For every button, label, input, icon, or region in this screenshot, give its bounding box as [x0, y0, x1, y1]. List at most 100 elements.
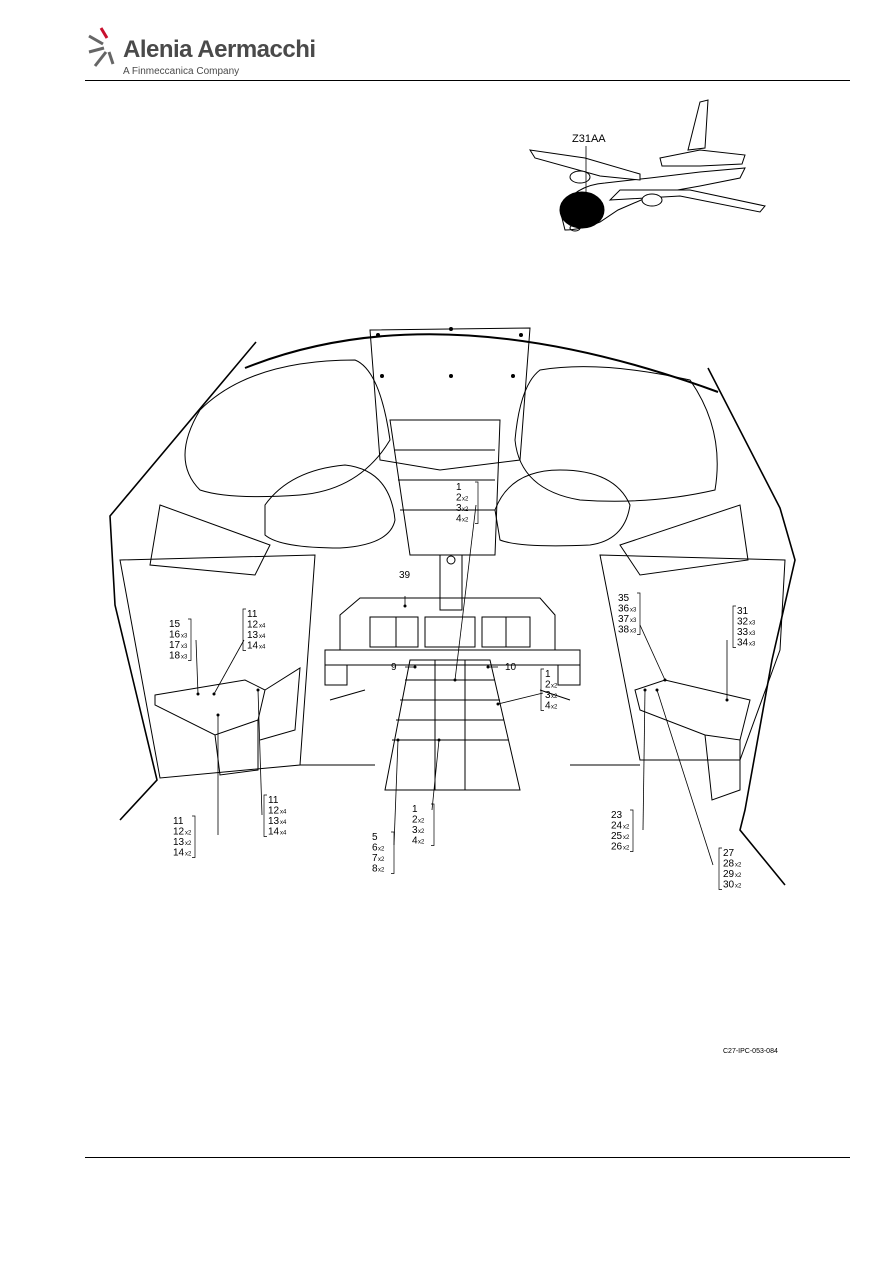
- callout-item-number: 8: [372, 864, 378, 875]
- figure-reference: C27-IPC-053-084: [723, 1048, 778, 1055]
- callout-item-number: 4: [412, 836, 418, 847]
- callout-item-number: 13: [173, 837, 185, 848]
- callout-item-number: 16: [169, 630, 181, 641]
- callout-item-quantity: x2: [185, 841, 192, 847]
- callout-item-number: 34: [737, 638, 749, 649]
- callout-item-number: 2: [412, 815, 418, 826]
- panel-rivets: [376, 327, 523, 378]
- callout-item-number: 3: [412, 825, 418, 836]
- callout-item-quantity: x4: [280, 810, 287, 816]
- footer-divider: [85, 1157, 850, 1158]
- callout-item-quantity: x2: [418, 829, 425, 835]
- callout-item-number: 17: [169, 640, 181, 651]
- callout-item-quantity: x3: [181, 634, 188, 640]
- callout-item-number: 4: [545, 701, 551, 712]
- zone-label: Z31AA: [572, 133, 606, 145]
- company-name: Alenia Aermacchi: [123, 36, 316, 63]
- callout-item-number: 2: [545, 680, 551, 691]
- callout-item-number: 11: [268, 795, 279, 806]
- callout-item-quantity: x2: [185, 831, 192, 837]
- callout-item-quantity: x2: [462, 518, 469, 524]
- callout-g-9: 9: [391, 662, 397, 673]
- callout-item-quantity: x4: [259, 645, 266, 651]
- callout-item-quantity: x3: [749, 621, 756, 627]
- callout-item-number: 11: [173, 816, 184, 827]
- callout-item-quantity: x4: [259, 624, 266, 630]
- callout-item-number: 31: [737, 606, 749, 617]
- callout-item-quantity: x3: [181, 644, 188, 650]
- callout-item-quantity: x2: [378, 868, 385, 874]
- callout-bracket: [475, 481, 479, 524]
- callout-item-number: 1: [412, 804, 418, 815]
- callout-item-number: 14: [247, 641, 259, 652]
- callout-leaders: [195, 504, 728, 866]
- callout-item-quantity: x2: [378, 857, 385, 863]
- callout-item-number: 3: [456, 503, 462, 514]
- callout-item-quantity: x3: [630, 629, 637, 635]
- callout-item-quantity: x2: [185, 852, 192, 858]
- callout-item-number: 14: [268, 827, 280, 838]
- callout-bracket: [637, 592, 641, 635]
- company-tagline: A Finmeccanica Company: [123, 66, 240, 77]
- callout-item-number: 13: [268, 816, 280, 827]
- callout-bracket: [391, 831, 395, 874]
- callout-item-number: 23: [611, 810, 623, 821]
- callout-item-quantity: x2: [735, 863, 742, 869]
- callout-bracket: [431, 803, 435, 846]
- callout-item-number: 37: [618, 614, 630, 625]
- callout-item-number: 28: [723, 859, 735, 870]
- callout-item-quantity: x4: [280, 831, 287, 837]
- callout-item-quantity: x3: [630, 618, 637, 624]
- callout-item-number: 12: [247, 620, 259, 631]
- callout-item-quantity: x4: [259, 634, 266, 640]
- callout-item-number: 14: [173, 848, 185, 859]
- callout-item-number: 12: [268, 806, 280, 817]
- callout-item-number: 30: [723, 880, 735, 891]
- callout-bracket: [732, 605, 736, 648]
- header-divider: [85, 80, 850, 81]
- callout-item-quantity: x2: [735, 873, 742, 879]
- callout-item-quantity: x2: [735, 884, 742, 890]
- alenia-aermacchi-logo-icon: [88, 27, 115, 67]
- callout-item-number: 6: [372, 843, 378, 854]
- callout-item-quantity: x2: [418, 819, 425, 825]
- callout-item-quantity: x3: [749, 642, 756, 648]
- callout-item-number: 25: [611, 831, 623, 842]
- callout-item-number: 39: [399, 570, 411, 581]
- callout-item-quantity: x3: [630, 608, 637, 614]
- callout-bracket: [263, 794, 267, 837]
- callout-item-number: 2: [456, 493, 462, 504]
- callout-item-quantity: x2: [551, 684, 558, 690]
- callout-item-quantity: x2: [623, 835, 630, 841]
- callout-item-number: 5: [372, 832, 378, 843]
- callout-bracket: [630, 809, 634, 852]
- callout-bracket: [192, 815, 196, 858]
- aircraft-locator-icon: [529, 99, 766, 232]
- callout-item-number: 24: [611, 821, 623, 832]
- page-header: Alenia Aermacchi A Finmeccanica Company: [85, 18, 850, 82]
- callout-item-number: 1: [545, 669, 551, 680]
- callout-g-panel: 39: [399, 570, 411, 581]
- callout-item-quantity: x3: [749, 631, 756, 637]
- callout-item-number: 32: [737, 617, 749, 628]
- callout-item-number: 27: [723, 848, 735, 859]
- callout-item-number: 10: [505, 662, 517, 673]
- callout-bracket: [242, 608, 246, 651]
- callout-item-number: 11: [247, 609, 258, 620]
- callout-item-number: 29: [723, 869, 735, 880]
- callout-item-number: 12: [173, 827, 185, 838]
- cockpit-structure: [109, 327, 796, 886]
- callout-item-quantity: x4: [280, 820, 287, 826]
